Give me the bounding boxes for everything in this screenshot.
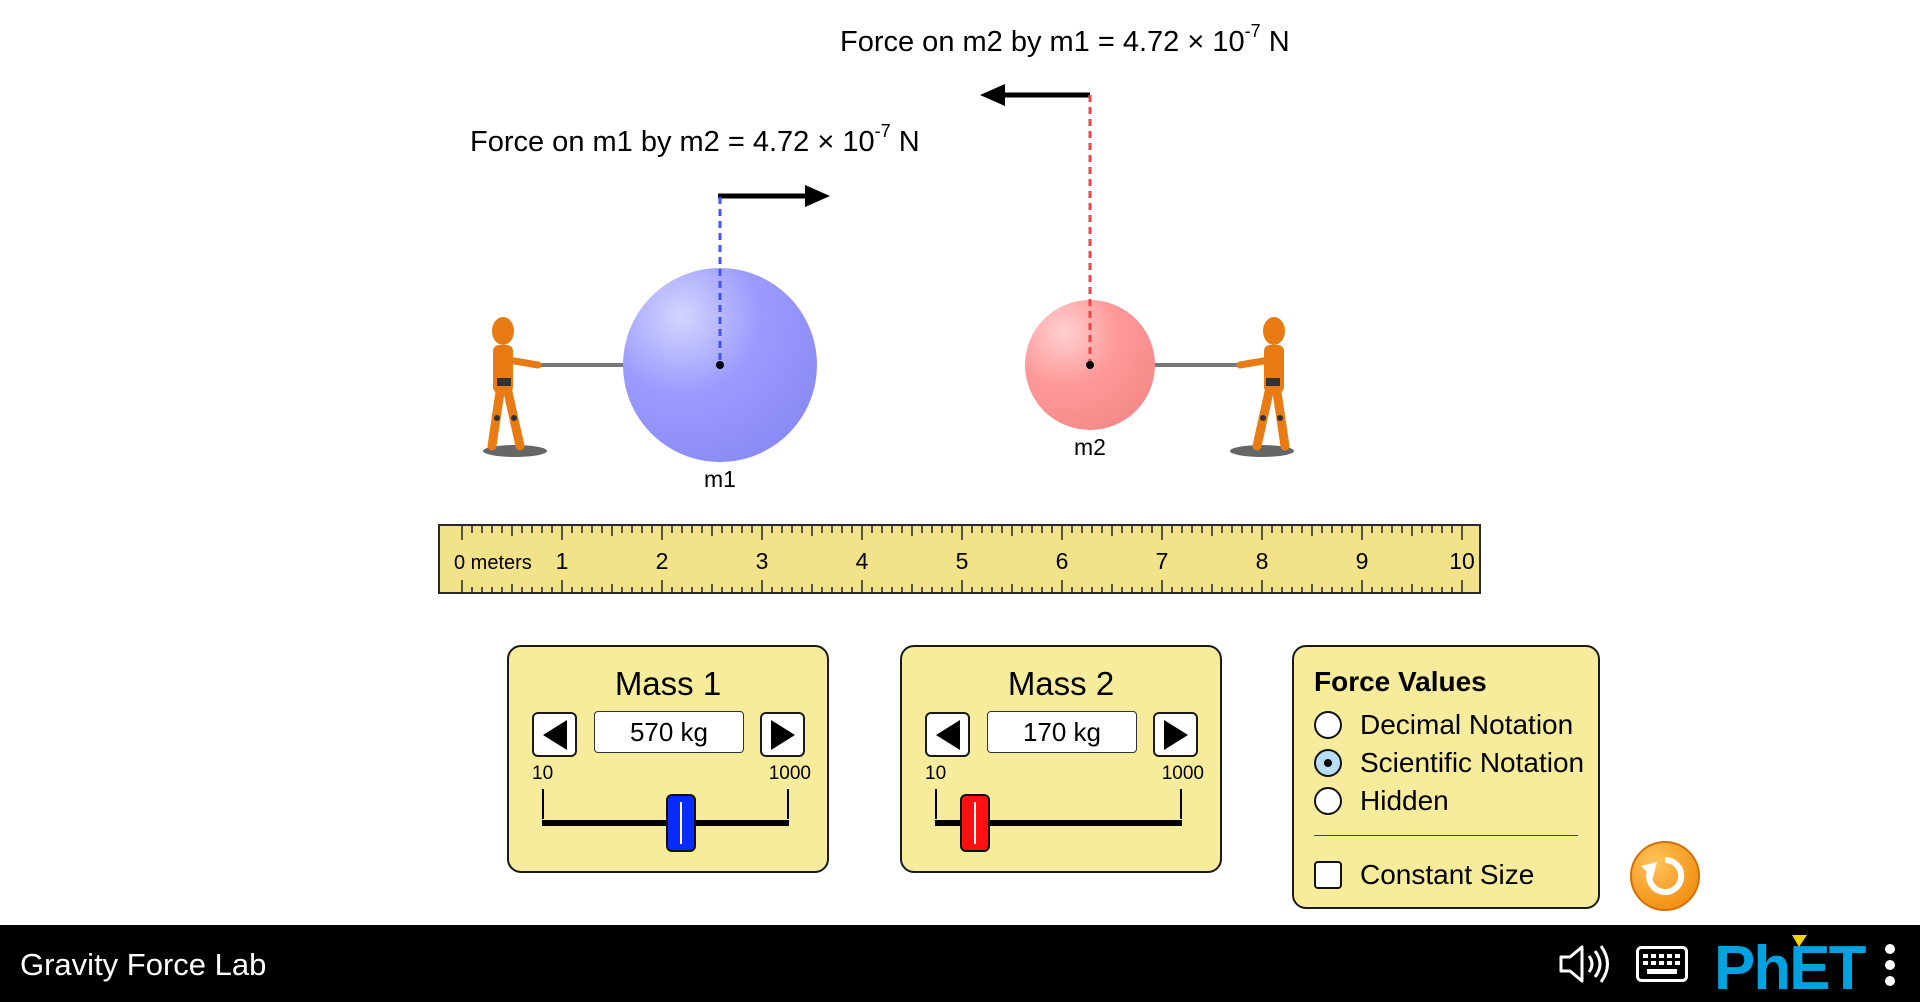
mass1-slider-track[interactable] bbox=[542, 820, 789, 826]
mass2-slider-track[interactable] bbox=[935, 820, 1182, 826]
ruler-label-9: 9 bbox=[1355, 548, 1369, 574]
mass1-decrement-button[interactable] bbox=[532, 712, 577, 757]
mass1-value-display: 570 kg bbox=[594, 711, 744, 753]
reset-icon bbox=[1641, 856, 1685, 895]
force-arrow-m1 bbox=[718, 185, 830, 207]
right-arrow-icon bbox=[1163, 719, 1188, 750]
vertical-ellipsis-icon[interactable] bbox=[1880, 943, 1900, 987]
simulation-play-area: Force on m2 by m1 = 4.72 × 10-7 N Force … bbox=[438, 21, 1701, 912]
mass1-slider-thumb[interactable] bbox=[665, 794, 696, 852]
ruler-label-4: 4 bbox=[855, 548, 869, 574]
force-values-title: Force Values bbox=[1314, 666, 1487, 697]
phet-logo-flame bbox=[1792, 935, 1807, 947]
radio-button[interactable] bbox=[1314, 749, 1342, 777]
radio-button[interactable] bbox=[1314, 711, 1342, 739]
mass1-max-label: 1000 bbox=[768, 763, 811, 784]
ruler-label-10: 10 bbox=[1449, 548, 1475, 574]
constant-size-label: Constant Size bbox=[1360, 859, 1535, 890]
ruler-label-5: 5 bbox=[955, 548, 969, 574]
force-label-m1-by-m2: Force on m1 by m2 = 4.72 × 10-7 N bbox=[470, 121, 920, 158]
mass2-value-display: 170 kg bbox=[987, 711, 1137, 753]
mass2-slider-min-tick bbox=[935, 789, 937, 819]
mass2-slider-thumb[interactable] bbox=[959, 794, 990, 852]
mass2-increment-button[interactable] bbox=[1153, 712, 1198, 757]
right-arrow-icon bbox=[770, 719, 795, 750]
force-arrow-m2 bbox=[980, 84, 1090, 106]
ruler-unit-label: 0 meters bbox=[454, 552, 532, 574]
mass-label-m1: m1 bbox=[704, 466, 736, 492]
ruler-label-8: 8 bbox=[1255, 548, 1269, 574]
left-arrow-icon bbox=[935, 719, 960, 750]
force-label-m2-by-m1: Force on m2 by m1 = 4.72 × 10-7 N bbox=[840, 21, 1290, 58]
phet-logo[interactable]: PhET bbox=[1712, 931, 1872, 997]
mass1-min-label: 10 bbox=[532, 763, 554, 784]
ruler-label-7: 7 bbox=[1155, 548, 1169, 574]
mass2-min-label: 10 bbox=[925, 763, 947, 784]
ruler-label-2: 2 bbox=[655, 548, 669, 574]
puller-figure-right bbox=[1230, 317, 1294, 457]
ruler-label-3: 3 bbox=[755, 548, 769, 574]
radio-label-decimal: Decimal Notation bbox=[1360, 709, 1574, 740]
ruler-label-1: 1 bbox=[555, 548, 569, 574]
radio-label-scientific: Scientific Notation bbox=[1360, 747, 1585, 778]
mass2-title: Mass 2 bbox=[1007, 665, 1115, 702]
phet-logo-text: PhET bbox=[1714, 934, 1867, 997]
scene-graphics bbox=[483, 84, 1294, 462]
distance-ruler[interactable]: 0 meters 1 2 3 4 5 6 7 8 9 10 bbox=[438, 524, 1481, 594]
ruler-label-6: 6 bbox=[1055, 548, 1069, 574]
center-dot-m1 bbox=[716, 361, 724, 369]
radio-hidden[interactable]: Hidden bbox=[1314, 784, 1449, 818]
sim-title: Gravity Force Lab bbox=[20, 947, 267, 982]
reset-all-button[interactable] bbox=[1629, 840, 1701, 912]
mass1-title: Mass 1 bbox=[614, 665, 722, 702]
navigation-bar: Gravity Force Lab PhET bbox=[0, 925, 1920, 1002]
mass1-slider-max-tick bbox=[787, 789, 789, 819]
checkbox[interactable] bbox=[1314, 861, 1342, 889]
mass1-increment-button[interactable] bbox=[760, 712, 805, 757]
speaker-icon[interactable] bbox=[1558, 943, 1614, 985]
mass1-control-panel: Mass 1 570 kg 10 1000 bbox=[507, 645, 829, 873]
mass2-decrement-button[interactable] bbox=[925, 712, 970, 757]
radio-button[interactable] bbox=[1314, 787, 1342, 815]
left-arrow-icon bbox=[542, 719, 567, 750]
radio-label-hidden: Hidden bbox=[1360, 785, 1449, 816]
radio-decimal-notation[interactable]: Decimal Notation bbox=[1314, 708, 1573, 742]
center-dot-m2 bbox=[1086, 361, 1094, 369]
ruler-ticks bbox=[461, 526, 1463, 594]
mass2-max-label: 1000 bbox=[1161, 763, 1204, 784]
keyboard-icon[interactable] bbox=[1636, 946, 1688, 982]
radio-scientific-notation[interactable]: Scientific Notation bbox=[1314, 746, 1584, 780]
constant-size-checkbox[interactable]: Constant Size bbox=[1314, 858, 1534, 892]
puller-figure-left bbox=[483, 317, 547, 457]
mass-label-m2: m2 bbox=[1074, 434, 1106, 460]
mass1-slider-min-tick bbox=[542, 789, 544, 819]
panel-divider bbox=[1314, 835, 1578, 836]
mass2-control-panel: Mass 2 170 kg 10 1000 bbox=[900, 645, 1222, 873]
force-values-panel: Force Values Decimal Notation Scientific… bbox=[1292, 645, 1600, 909]
mass2-slider-max-tick bbox=[1180, 789, 1182, 819]
